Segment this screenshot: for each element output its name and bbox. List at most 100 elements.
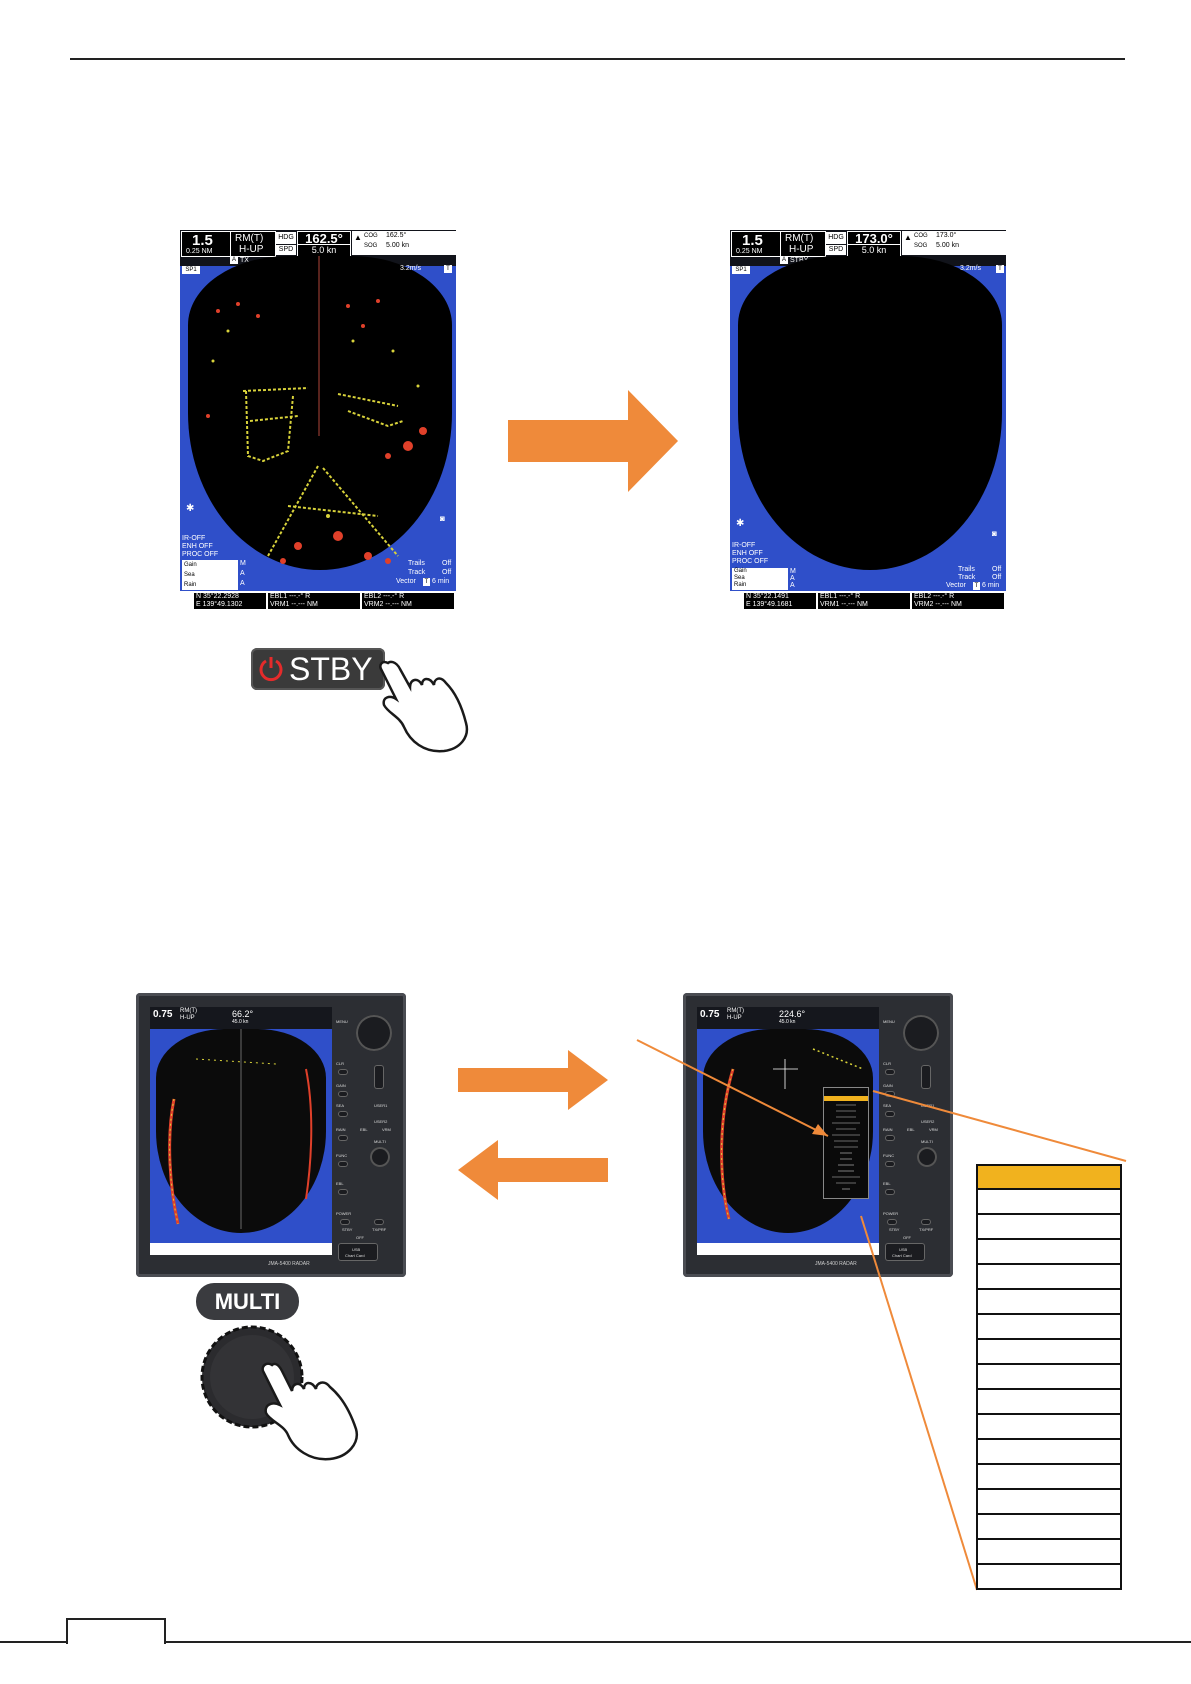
multi-menu-row[interactable]: [976, 1565, 1122, 1590]
rain-button[interactable]: [338, 1135, 348, 1141]
multi-menu-table: [976, 1164, 1122, 1590]
lon-flag: E: [196, 601, 201, 608]
multi-menu-row[interactable]: [976, 1265, 1122, 1290]
multi-menu-row[interactable]: [976, 1340, 1122, 1365]
range-box[interactable]: 1.5 0.25 NM: [181, 231, 231, 257]
ebl2-vrm2-cell[interactable]: EBL2 ---.-° R VRM2 --.--- NM: [912, 593, 1004, 609]
multi-menu-row[interactable]: [976, 1390, 1122, 1415]
multi-menu-row[interactable]: [976, 1515, 1122, 1540]
dpad-button[interactable]: [356, 1015, 392, 1051]
spd-label: SPD: [276, 245, 296, 255]
cog-label: COG: [364, 233, 378, 239]
multi-menu-rows: [976, 1190, 1122, 1590]
sea-button[interactable]: [338, 1111, 348, 1117]
ebl1-vrm1-cell[interactable]: EBL1 ---.-° R VRM1 --.--- NM: [268, 593, 360, 609]
radar-unit-left: 0.75 RM(T) H-UP 66.2° 45.0 kn JMA-5400 R…: [136, 993, 406, 1277]
rain-label: RAIN: [336, 1127, 346, 1132]
screen-footer: [697, 1243, 879, 1255]
mode-flag: A: [230, 256, 238, 264]
func-button[interactable]: [338, 1161, 348, 1167]
multi-label: MULTI: [374, 1139, 386, 1144]
dpad-button[interactable]: [903, 1015, 939, 1051]
radar-display: [156, 1029, 326, 1233]
range-value: 0.75: [153, 1009, 173, 1020]
camera-icon[interactable]: ◙: [992, 529, 997, 538]
range-button[interactable]: [374, 1065, 384, 1089]
ebl1-value: ---.-°: [289, 593, 304, 600]
page-number-tab: [66, 1618, 166, 1644]
multi-knob[interactable]: [917, 1147, 937, 1167]
sog-value: 5.00 kn: [386, 242, 409, 249]
ebl-label: EBL: [907, 1127, 915, 1132]
rain-button[interactable]: [885, 1135, 895, 1141]
mode-flag: A: [780, 256, 788, 264]
multi-button[interactable]: MULTI: [196, 1283, 299, 1320]
radar-display[interactable]: [188, 256, 452, 570]
hdg-value: 66.2°: [232, 1009, 254, 1019]
sea-label: SEA: [883, 1103, 892, 1108]
multi-menu-row[interactable]: [976, 1215, 1122, 1240]
usb-chart-card-slot[interactable]: USB Chart Card: [885, 1243, 925, 1261]
gain-button[interactable]: [338, 1091, 348, 1097]
model-label: JMA-5400 RADAR: [268, 1261, 310, 1267]
toggle-arrows-icon: [458, 1050, 608, 1200]
ebl-button[interactable]: [338, 1189, 348, 1195]
multi-knob[interactable]: [370, 1147, 390, 1167]
gain-mode: M: [240, 560, 246, 567]
multi-menu-row[interactable]: [976, 1490, 1122, 1515]
multi-menu-row[interactable]: [976, 1440, 1122, 1465]
stby-key[interactable]: [887, 1219, 897, 1225]
multi-menu-row[interactable]: [976, 1190, 1122, 1215]
ebl2-value: ---.-°: [383, 593, 398, 600]
range-box[interactable]: 1.5 0.25 NM: [731, 231, 781, 257]
sea-button[interactable]: [885, 1111, 895, 1117]
orientation-box[interactable]: RM(T) H-UP: [230, 231, 276, 257]
radar-screen[interactable]: 0.75 RM(T) H-UP 224.6° 45.0 kn: [697, 1007, 879, 1255]
multi-knob-hand-icon[interactable]: [200, 1325, 370, 1475]
ebl1-vrm1-cell[interactable]: EBL1 ---.-° R VRM1 --.--- NM: [818, 593, 910, 609]
radar-screen[interactable]: 0.75 RM(T) H-UP 66.2° 45.0 kn: [150, 1007, 332, 1255]
trails-label: Trails: [958, 566, 975, 573]
multi-menu-row[interactable]: [976, 1240, 1122, 1265]
footer-rule: [0, 1641, 1191, 1643]
orientation-box[interactable]: RM(T) H-UP: [780, 231, 826, 257]
motion-mode: RM(T): [727, 1008, 744, 1014]
orientation-mode: H-UP: [180, 1015, 195, 1021]
stby-key[interactable]: [340, 1219, 350, 1225]
multi-menu-row[interactable]: [976, 1365, 1122, 1390]
txprf-key[interactable]: [921, 1219, 931, 1225]
brightness-icon[interactable]: ✱: [186, 503, 195, 514]
ebl2-vrm2-cell[interactable]: EBL2 ---.-° R VRM2 --.--- NM: [362, 593, 454, 609]
gain-sea-rain-panel[interactable]: Gain Sea Rain: [182, 560, 238, 590]
func-button[interactable]: [885, 1161, 895, 1167]
stby-button[interactable]: STBY: [251, 648, 385, 690]
gain-button[interactable]: [885, 1091, 895, 1097]
range-button[interactable]: [921, 1065, 931, 1089]
multi-menu-row[interactable]: [976, 1415, 1122, 1440]
multi-menu-row[interactable]: [976, 1290, 1122, 1315]
gain-sea-rain-panel[interactable]: Gain Sea Rain: [732, 568, 788, 590]
usb-chart-card-slot[interactable]: USB Chart Card: [338, 1243, 378, 1261]
orientation-mode: H-UP: [727, 1015, 742, 1021]
camera-icon[interactable]: ◙: [440, 514, 445, 523]
gain-mode: M: [790, 568, 796, 575]
brightness-icon[interactable]: ✱: [736, 518, 745, 529]
radar-display[interactable]: [738, 256, 1002, 570]
stby-key-label: STBY: [342, 1227, 353, 1232]
multi-popup-menu[interactable]: [823, 1087, 869, 1199]
clr-button[interactable]: [338, 1069, 348, 1075]
multi-menu-selected-row[interactable]: [976, 1164, 1122, 1190]
ebl-button[interactable]: [885, 1189, 895, 1195]
multi-menu-row[interactable]: [976, 1465, 1122, 1490]
txprf-key[interactable]: [374, 1219, 384, 1225]
multi-menu-row[interactable]: [976, 1315, 1122, 1340]
screen-header: 1.5 0.25 NM RM(T) H-UP HDG 173.0° SPD 5.…: [730, 230, 1006, 266]
clr-button[interactable]: [885, 1069, 895, 1075]
radar-unit-right: 0.75 RM(T) H-UP 224.6° 45.0 kn: [683, 993, 953, 1277]
header-rule: [70, 58, 1125, 60]
multi-popup-highlight: [824, 1096, 868, 1101]
multi-menu-row[interactable]: [976, 1540, 1122, 1565]
screen-header: 0.75 RM(T) H-UP 224.6° 45.0 kn: [697, 1007, 879, 1029]
user1-label: USER1: [921, 1103, 935, 1108]
ebl1-label: EBL1: [270, 593, 288, 600]
